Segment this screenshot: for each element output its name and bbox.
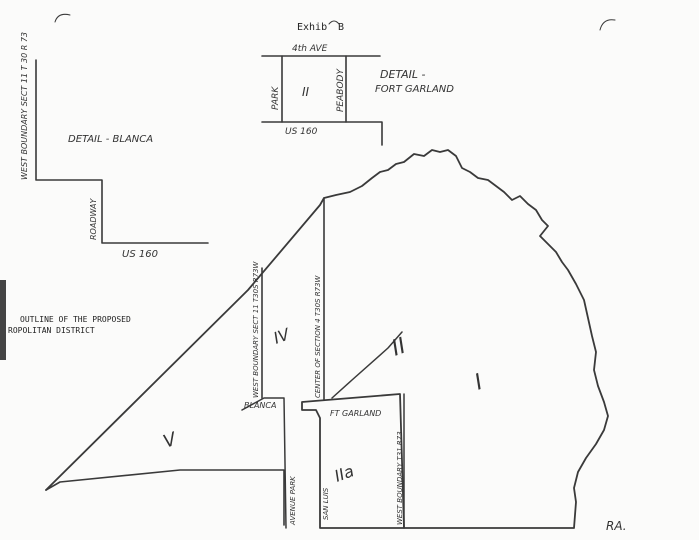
area-II-label: II — [389, 334, 410, 362]
area-V-label: V — [161, 428, 181, 453]
caption-line-2: ROPOLITAN DISTRICT — [8, 326, 95, 335]
detail-blanca: WEST BOUNDARY SECT 11 T 30 R 73 DETAIL -… — [20, 32, 209, 260]
scan-smudge — [54, 13, 71, 23]
road-right-label: SAN LUIS — [322, 487, 330, 520]
area-I-label: I — [472, 370, 487, 396]
detail-fort-garland-title: DETAIL - — [380, 68, 426, 81]
initials: RA. — [606, 519, 627, 533]
scan-smudge — [599, 19, 616, 31]
town-blanca-label: BLANCA — [244, 401, 276, 410]
district-outline — [45, 149, 609, 529]
west-sect-note: WEST BOUNDARY SECT 11 T30S R73W — [252, 260, 260, 398]
town-fort-garland-label: FT GARLAND — [330, 409, 381, 418]
peabody-road-label: PEABODY — [336, 68, 346, 112]
detail-fort-garland-subtitle: FORT GARLAND — [375, 84, 454, 95]
detail-area-label: II — [302, 85, 310, 99]
area-IV-label: IV — [271, 324, 293, 348]
detail-fort-garland: 4th AVE PARK PEABODY II US 160 DETAIL - … — [261, 44, 454, 146]
west-boundary-bottom-label: WEST BOUNDARY T31 R73 — [396, 431, 404, 525]
blanca-west-boundary-label: WEST BOUNDARY SECT 11 T 30 R 73 — [20, 32, 29, 180]
detail-highway-label: US 160 — [285, 127, 318, 137]
blanca-highway-label: US 160 — [122, 249, 158, 260]
avenue-label: 4th AVE — [292, 44, 328, 54]
area-IIa-label: IIa — [332, 461, 357, 485]
detail-blanca-title: DETAIL - BLANCA — [68, 134, 153, 145]
blanca-roadway-label: ROADWAY — [89, 198, 98, 240]
center-sect-note: CENTER OF SECTION 4 T30S R73W — [314, 275, 322, 398]
road-left-label: AVENUE PARK — [289, 475, 297, 526]
exhibit-label: Exhib — [297, 22, 327, 33]
caption-line-1: OUTLINE OF THE PROPOSED — [20, 315, 131, 324]
exhibit-letter: B — [338, 22, 344, 33]
park-road-label: PARK — [271, 86, 281, 110]
binding-edge — [0, 280, 6, 360]
